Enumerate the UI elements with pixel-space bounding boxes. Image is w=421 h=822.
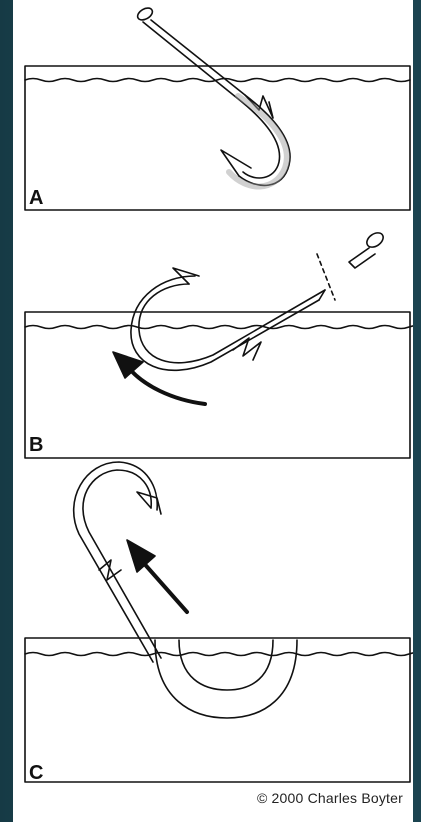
step-c-illustration: [25, 462, 413, 782]
skin-block-c: [25, 638, 410, 782]
skin-surface-c: [25, 653, 413, 656]
step-label-a: A: [29, 187, 43, 210]
skin-surface-b: [25, 326, 413, 329]
step-a-illustration: [25, 6, 410, 210]
illustration-panel: A B C © 2000 Charles Boyter: [13, 0, 413, 822]
hook-eye-piece: [349, 230, 386, 268]
step-label-c: C: [29, 762, 43, 785]
hook-removal-diagram: [13, 0, 413, 822]
fish-hook-icon: [136, 6, 290, 186]
copyright-credit: © 2000 Charles Boyter: [257, 790, 403, 806]
skin-block-a: [25, 66, 410, 210]
arrow-icon: [127, 540, 187, 612]
skin-block-b: [25, 312, 410, 458]
skin-surface-a: [25, 79, 410, 82]
wound-channel: [155, 640, 297, 718]
fish-hook-icon: [131, 268, 325, 370]
step-b-illustration: [25, 230, 413, 458]
step-label-b: B: [29, 434, 43, 457]
